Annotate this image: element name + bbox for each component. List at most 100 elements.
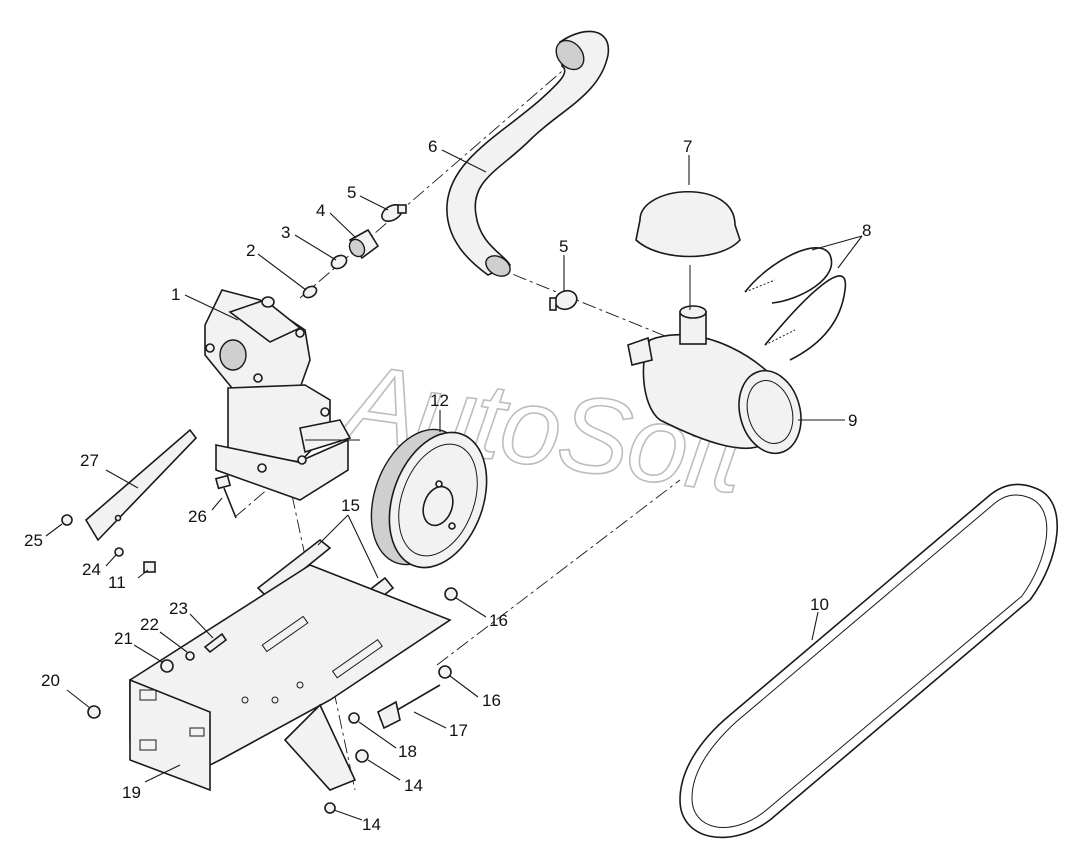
- callout-21: 21: [114, 629, 133, 648]
- leader-lines: [45, 149, 863, 821]
- callout-5a: 5: [347, 183, 356, 202]
- hose-clamp-lower: [549, 289, 578, 311]
- leader-25: [45, 523, 63, 537]
- bracket-27: [84, 428, 198, 542]
- fitting-stack: [302, 228, 380, 299]
- head-bolt-c: [253, 373, 263, 383]
- u-bolts: [744, 247, 847, 361]
- bolt-23: [203, 632, 228, 654]
- tensioner-bracket: [377, 700, 401, 730]
- tensioner-17: [377, 684, 441, 730]
- base-bolt-b: [297, 455, 307, 465]
- leader-19: [144, 764, 181, 783]
- pulley-hole-a: [435, 480, 443, 488]
- callout-19: 19: [122, 783, 141, 802]
- leader-21: [133, 644, 163, 663]
- pulley-groove: [398, 443, 478, 557]
- bolt-11: [143, 561, 156, 573]
- callout-7: 7: [683, 137, 692, 156]
- bolt-26: [214, 474, 237, 519]
- callout-14a: 14: [404, 776, 423, 795]
- centerline-tensioner: [436, 479, 681, 666]
- leader-5a: [359, 195, 389, 211]
- callout-9: 9: [848, 411, 857, 430]
- leader-1: [184, 294, 239, 321]
- nut-20: [87, 705, 101, 719]
- intake-hose: [446, 30, 610, 277]
- callout-12: 12: [430, 391, 449, 410]
- callout-15: 15: [341, 496, 360, 515]
- leader-3: [294, 234, 337, 261]
- leader-16a: [455, 597, 487, 618]
- washer-18: [348, 712, 360, 724]
- leader-15a: [317, 514, 349, 546]
- callout-numbers: 1 2 3 4 5 5 6 7 8 9 10 11 12 14 14 15 16…: [24, 137, 871, 834]
- leader-4: [329, 212, 357, 239]
- clamp-lower-screw: [549, 297, 557, 311]
- compressor-port: [219, 339, 247, 371]
- leader-8a: [811, 235, 863, 251]
- washer-21: [160, 659, 174, 673]
- nut-16-upper: [444, 587, 458, 601]
- pulley-hub: [422, 485, 454, 527]
- bolt-26-shank: [223, 487, 237, 519]
- leader-8b: [837, 235, 863, 269]
- flange-slot-a: [139, 689, 157, 701]
- nut-14-upper: [355, 749, 369, 763]
- callout-6: 6: [428, 137, 437, 156]
- lock-washer-22: [185, 651, 195, 661]
- callout-20: 20: [41, 671, 60, 690]
- u-bolt-a: [744, 247, 833, 304]
- base-plate-leg: [283, 703, 357, 791]
- leader-23: [189, 613, 214, 639]
- slot-b: [331, 638, 383, 679]
- hole-c: [241, 696, 249, 704]
- v-belt-inner: [691, 494, 1048, 828]
- filter-inlet-tube: [627, 336, 653, 366]
- fasteners-misc: [87, 587, 458, 814]
- filter-outlet-opening: [679, 305, 707, 319]
- hose-lower-opening: [485, 255, 511, 277]
- filter-cap: [635, 190, 741, 258]
- o-ring-2: [302, 285, 318, 299]
- callout-16b: 16: [482, 691, 501, 710]
- bracket-27-hole: [114, 514, 122, 522]
- hose-body: [446, 30, 610, 276]
- compressor-cap: [261, 296, 275, 308]
- leader-24: [105, 554, 117, 567]
- nut-25: [61, 514, 73, 526]
- callout-16a: 16: [489, 611, 508, 630]
- v-belt-outer: [679, 483, 1058, 839]
- callout-8: 8: [862, 221, 871, 240]
- leader-6: [441, 149, 487, 173]
- hose-upper-opening: [555, 39, 585, 71]
- filter-cap-body: [635, 190, 741, 258]
- callout-22: 22: [140, 615, 159, 634]
- head-bolt-b: [295, 328, 305, 338]
- callout-17: 17: [449, 721, 468, 740]
- hole-a: [271, 696, 279, 704]
- callout-5b: 5: [559, 237, 568, 256]
- adapter-4-end: [348, 238, 366, 258]
- compressor-shaft-housing: [299, 419, 352, 454]
- leader-16b: [449, 675, 479, 698]
- leader-14b: [333, 809, 363, 821]
- callout-10: 10: [810, 595, 829, 614]
- compressor-cover: [228, 299, 302, 343]
- leader-27: [105, 469, 139, 489]
- bolt-26-head: [214, 474, 232, 490]
- filter-end-ring: [746, 380, 794, 444]
- flange-slot-b: [139, 739, 157, 751]
- callout-26: 26: [188, 507, 207, 526]
- u-bolt-b-thread: [764, 329, 796, 346]
- leader-17: [413, 711, 447, 729]
- air-filter: [627, 265, 802, 455]
- leader-22: [159, 631, 188, 653]
- leader-10: [811, 611, 819, 641]
- callout-11: 11: [108, 573, 126, 592]
- washer-24: [114, 547, 124, 557]
- pulley-hole-b: [448, 522, 456, 530]
- clamp-upper-screw: [397, 204, 407, 214]
- leader-15b: [347, 514, 379, 579]
- hole-b: [296, 681, 304, 689]
